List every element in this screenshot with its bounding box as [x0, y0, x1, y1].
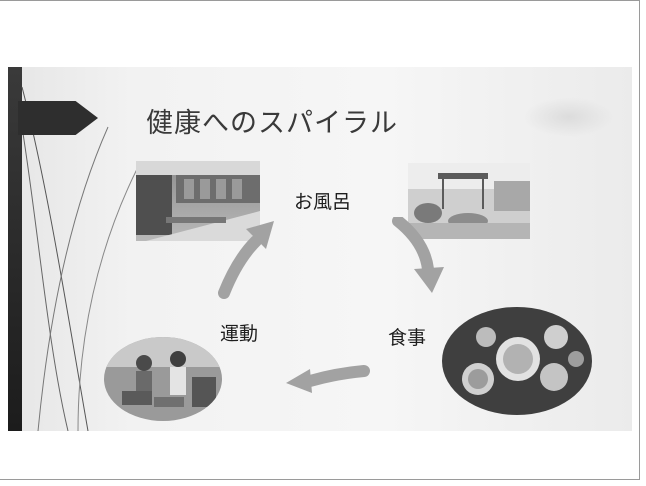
curved-arrow-icon	[286, 365, 370, 393]
step-label-meal: 食事	[388, 327, 427, 349]
curved-arrow-icon	[392, 217, 444, 293]
meal-photo	[442, 307, 592, 415]
page-frame: 健康へのスパイラル	[0, 0, 640, 480]
step-label-bath: お風呂	[294, 191, 352, 213]
step-label-exercise: 運動	[220, 323, 259, 345]
bathhouse-photo	[136, 161, 260, 241]
slide: 健康へのスパイラル	[8, 67, 632, 431]
outdoor-terrace-photo	[408, 163, 530, 239]
exercise-photo	[104, 337, 222, 421]
scan-smudge	[524, 97, 614, 137]
left-accent-bar	[8, 67, 22, 431]
curved-arrow-icon	[218, 221, 274, 299]
slide-title: 健康へのスパイラル	[146, 108, 398, 139]
